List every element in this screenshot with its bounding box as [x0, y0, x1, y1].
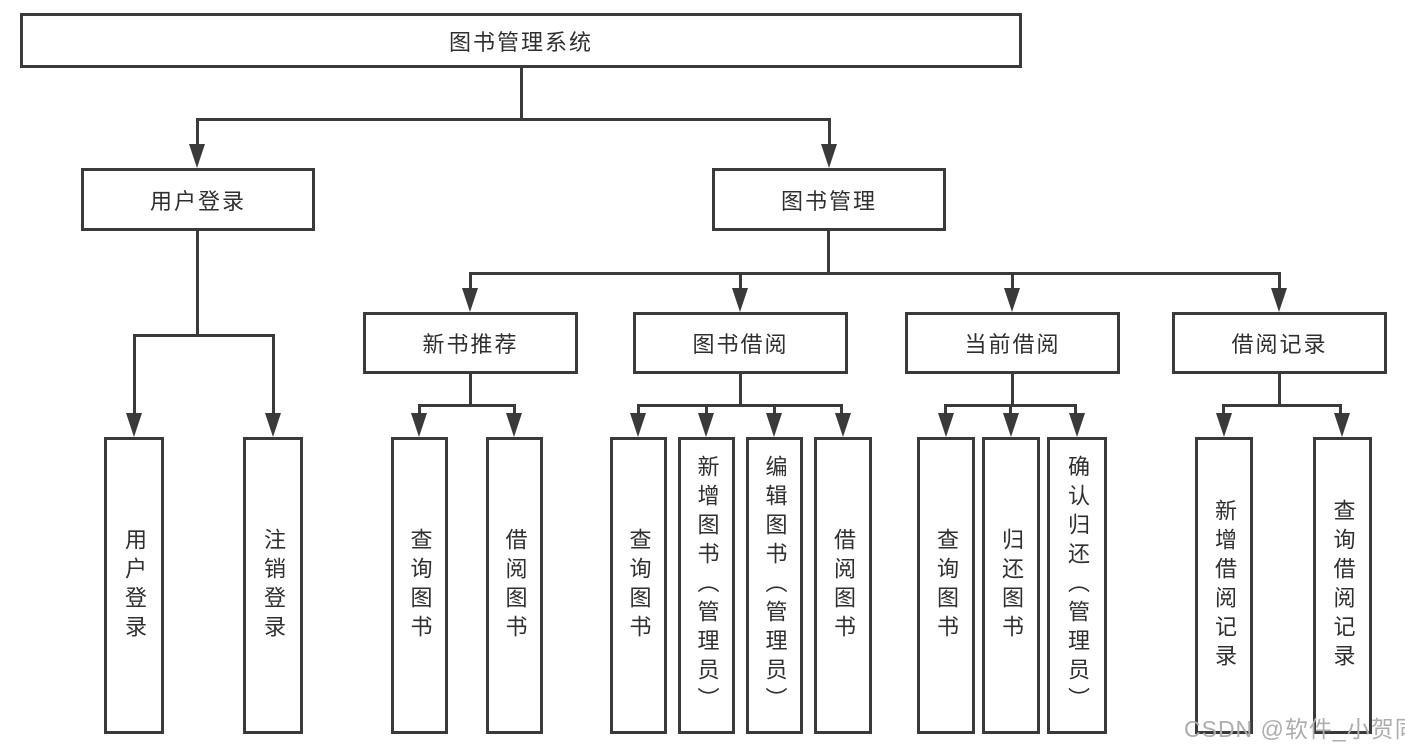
connector-line	[1011, 374, 1014, 407]
leaf-query-borrow-record-label: 查询借阅记录	[1330, 498, 1356, 673]
connector-line	[828, 118, 831, 148]
leaf-confirm-return-admin: 确认归还（管理员）	[1047, 437, 1107, 734]
connector-line	[944, 404, 947, 417]
connector-line	[520, 68, 523, 121]
leaf-query-books-1: 查询图书	[391, 437, 448, 734]
node-borrow-records: 借阅记录	[1172, 312, 1387, 374]
node-borrow-records-label: 借阅记录	[1231, 332, 1328, 357]
leaf-query-books-3-label: 查询图书	[934, 527, 959, 644]
leaf-return-books-label: 归还图书	[999, 527, 1024, 644]
leaf-borrow-books-1: 借阅图书	[486, 437, 543, 734]
connector-line	[1222, 404, 1225, 417]
leaf-borrow-books-2: 借阅图书	[814, 437, 872, 734]
arrow-down-icon	[835, 413, 851, 437]
leaf-borrow-books-1-label: 借阅图书	[502, 527, 528, 644]
leaf-logout: 注销登录	[243, 437, 303, 734]
leaf-add-books-admin: 新增图书（管理员）	[678, 437, 735, 734]
node-new-book-recommend-label: 新书推荐	[422, 332, 519, 357]
arrow-down-icon	[630, 413, 646, 437]
connector-line	[272, 334, 275, 416]
arrow-down-icon	[506, 413, 522, 437]
connector-line	[827, 231, 830, 275]
node-new-book-recommend: 新书推荐	[363, 312, 578, 374]
node-book-management-system: 图书管理系统	[20, 13, 1022, 68]
connector-line	[469, 374, 472, 407]
connector-line	[637, 404, 640, 417]
arrow-down-icon	[462, 288, 478, 312]
connector-line	[418, 404, 421, 417]
connector-line	[196, 118, 831, 121]
leaf-borrow-books-2-label: 借阅图书	[831, 527, 856, 644]
connector-line	[705, 404, 708, 417]
arrow-down-icon	[1003, 413, 1019, 437]
connector-line	[133, 334, 136, 416]
arrow-down-icon	[1216, 413, 1232, 437]
connector-line	[1009, 404, 1012, 417]
arrow-down-icon	[1334, 413, 1350, 437]
connector-line	[1074, 404, 1077, 417]
connector-line	[418, 404, 516, 407]
leaf-user-login-label: 用户登录	[122, 527, 147, 644]
connector-line	[1278, 272, 1281, 290]
leaf-confirm-return-admin-label: 确认归还（管理员）	[1065, 455, 1090, 716]
node-current-borrow: 当前借阅	[905, 312, 1120, 374]
arrow-down-icon	[821, 144, 837, 168]
connector-line	[196, 118, 199, 148]
leaf-logout-label: 注销登录	[261, 527, 286, 644]
node-book-management-branch: 图书管理	[712, 168, 946, 231]
node-book-borrow-label: 图书借阅	[692, 332, 789, 357]
csdn-watermark: CSDN @软件_小贺同学	[1184, 716, 1405, 742]
connector-line	[513, 404, 516, 417]
arrow-down-icon	[1004, 288, 1020, 312]
arrow-down-icon	[189, 144, 205, 168]
leaf-add-borrow-record-label: 新增借阅记录	[1212, 498, 1237, 673]
leaf-add-books-admin-label: 新增图书（管理员）	[694, 455, 720, 716]
leaf-edit-books-admin: 编辑图书（管理员）	[746, 437, 803, 734]
arrow-down-icon	[732, 288, 748, 312]
connector-line	[773, 404, 776, 417]
node-book-management-system-label: 图书管理系统	[448, 29, 593, 55]
connector-line	[1339, 404, 1342, 417]
leaf-return-books: 归还图书	[982, 437, 1040, 734]
arrow-down-icon	[265, 413, 281, 437]
connector-line	[1011, 272, 1014, 290]
connector-line	[469, 272, 472, 290]
node-current-borrow-label: 当前借阅	[964, 332, 1061, 357]
connector-line	[840, 404, 843, 417]
arrow-down-icon	[126, 413, 142, 437]
leaf-add-borrow-record: 新增借阅记录	[1195, 437, 1253, 734]
node-book-borrow: 图书借阅	[633, 312, 848, 374]
connector-line	[739, 374, 742, 407]
leaf-query-books-2: 查询图书	[610, 437, 667, 734]
arrow-down-icon	[766, 413, 782, 437]
connector-line	[196, 231, 199, 337]
leaf-query-books-2-label: 查询图书	[626, 527, 652, 644]
leaf-edit-books-admin-label: 编辑图书（管理员）	[762, 455, 788, 716]
node-user-login-branch-label: 用户登录	[149, 188, 246, 214]
leaf-query-borrow-record: 查询借阅记录	[1313, 437, 1372, 734]
arrow-down-icon	[698, 413, 714, 437]
connector-line	[739, 272, 742, 290]
node-book-management-branch-label: 图书管理	[780, 188, 877, 214]
connector-line	[133, 334, 275, 337]
node-user-login-branch: 用户登录	[81, 168, 315, 231]
connector-line	[1222, 404, 1342, 407]
arrow-down-icon	[1069, 413, 1085, 437]
arrow-down-icon	[411, 413, 427, 437]
leaf-user-login: 用户登录	[104, 437, 164, 734]
arrow-down-icon	[938, 413, 954, 437]
leaf-query-books-3: 查询图书	[917, 437, 975, 734]
leaf-query-books-1-label: 查询图书	[407, 527, 433, 644]
connector-line	[469, 272, 1281, 275]
connector-line	[637, 404, 843, 407]
connector-line	[1278, 374, 1281, 407]
arrow-down-icon	[1271, 288, 1287, 312]
